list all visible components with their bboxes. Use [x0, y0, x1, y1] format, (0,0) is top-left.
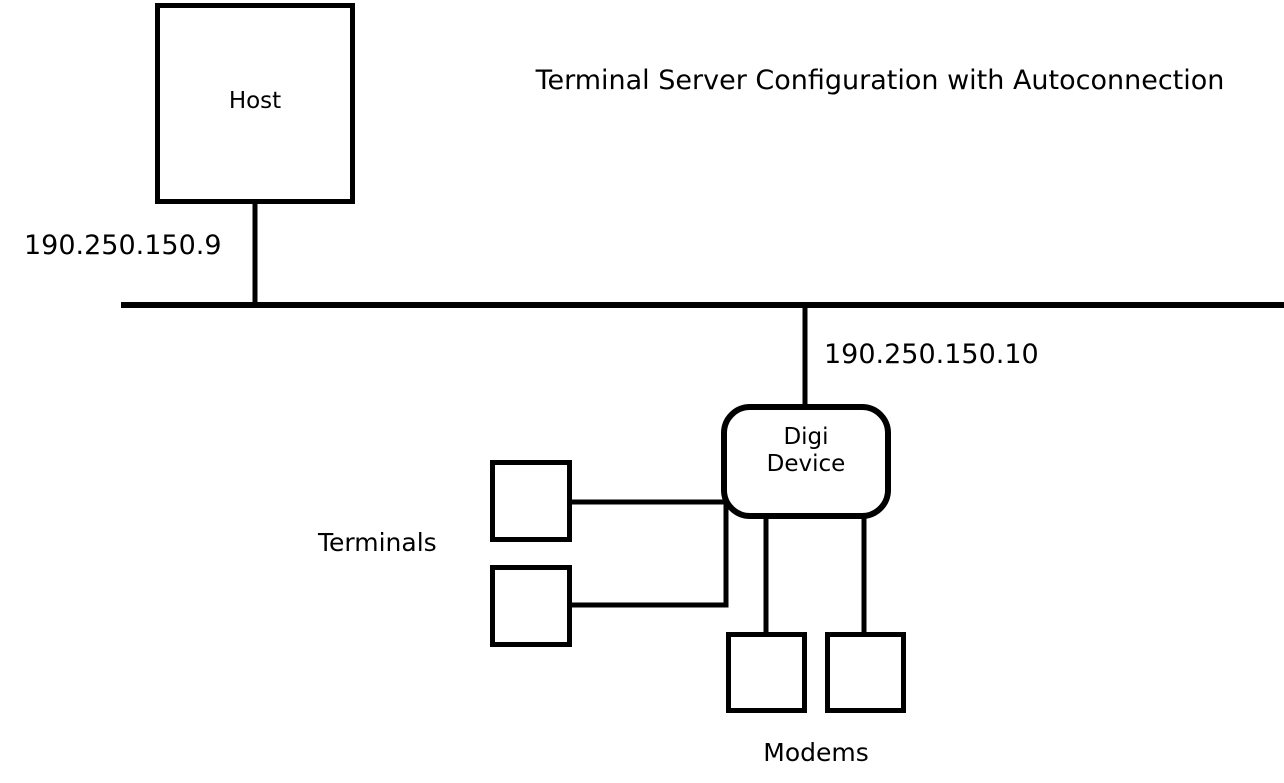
digi-ip-address-label: 190.250.150.10 — [824, 339, 1039, 370]
modem-box-2[interactable] — [825, 632, 906, 713]
terminal-box-2[interactable] — [490, 565, 572, 647]
digi-device-label: Digi Device — [724, 424, 888, 477]
host-box[interactable] — [155, 3, 355, 204]
digi-device-label-line2: Device — [766, 450, 846, 477]
terminal-box-1[interactable] — [490, 460, 572, 542]
modems-group-label: Modems — [763, 738, 869, 767]
modem-box-1[interactable] — [726, 632, 807, 713]
terminal-2-to-digi-link — [569, 502, 729, 608]
digi-device-label-line1: Digi — [783, 424, 829, 450]
diagram-title: Terminal Server Configuration with Autoc… — [535, 65, 1225, 96]
digi-device-box[interactable] — [721, 404, 891, 519]
host-ip-address-label: 190.250.150.9 — [24, 230, 222, 261]
terminals-group-label: Terminals — [318, 528, 437, 557]
host-label: Host — [228, 88, 282, 114]
